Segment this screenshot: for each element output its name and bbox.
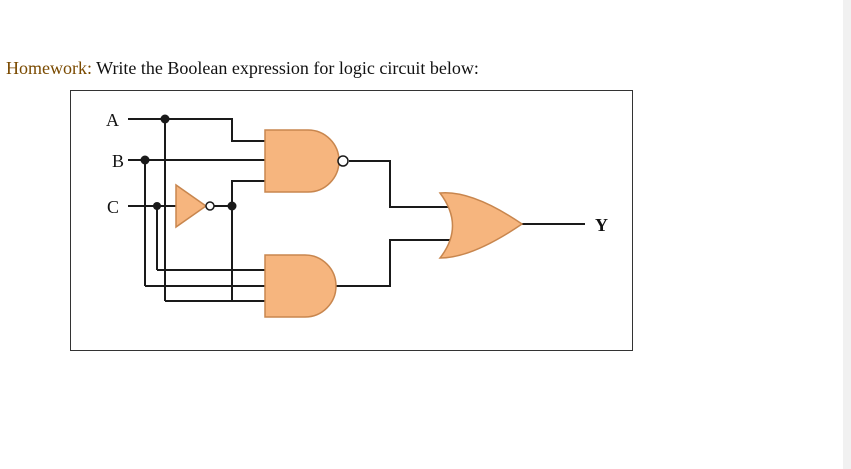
- homework-text: Write the Boolean expression for logic c…: [96, 58, 479, 78]
- wire-nand-to-or: [349, 160, 455, 208]
- and-gate: [264, 254, 337, 318]
- junction-a: [160, 114, 170, 124]
- not-gate: [175, 183, 208, 229]
- output-label-y: Y: [595, 215, 608, 235]
- wire-and-to-or: [336, 239, 455, 287]
- junction-c: [153, 202, 161, 210]
- wires: [128, 118, 585, 302]
- homework-label: Homework:: [6, 58, 92, 78]
- or-gate: [438, 192, 524, 259]
- wire-notc-to-nand: [231, 180, 266, 206]
- homework-prompt: Homework: Write the Boolean expression f…: [6, 57, 479, 79]
- input-label-b: B: [112, 151, 124, 171]
- nand-gate: [264, 129, 340, 193]
- wire-a-to-nand: [165, 118, 266, 142]
- nand-gate-bubble: [337, 155, 349, 167]
- junctions: [140, 114, 237, 211]
- junction-not-c: [227, 201, 237, 211]
- input-label-a: A: [106, 110, 119, 130]
- circuit-frame: [70, 90, 633, 351]
- not-gate-bubble: [205, 201, 215, 211]
- input-label-c: C: [107, 197, 119, 217]
- page-edge-strip: [843, 0, 851, 469]
- junction-b: [140, 155, 150, 165]
